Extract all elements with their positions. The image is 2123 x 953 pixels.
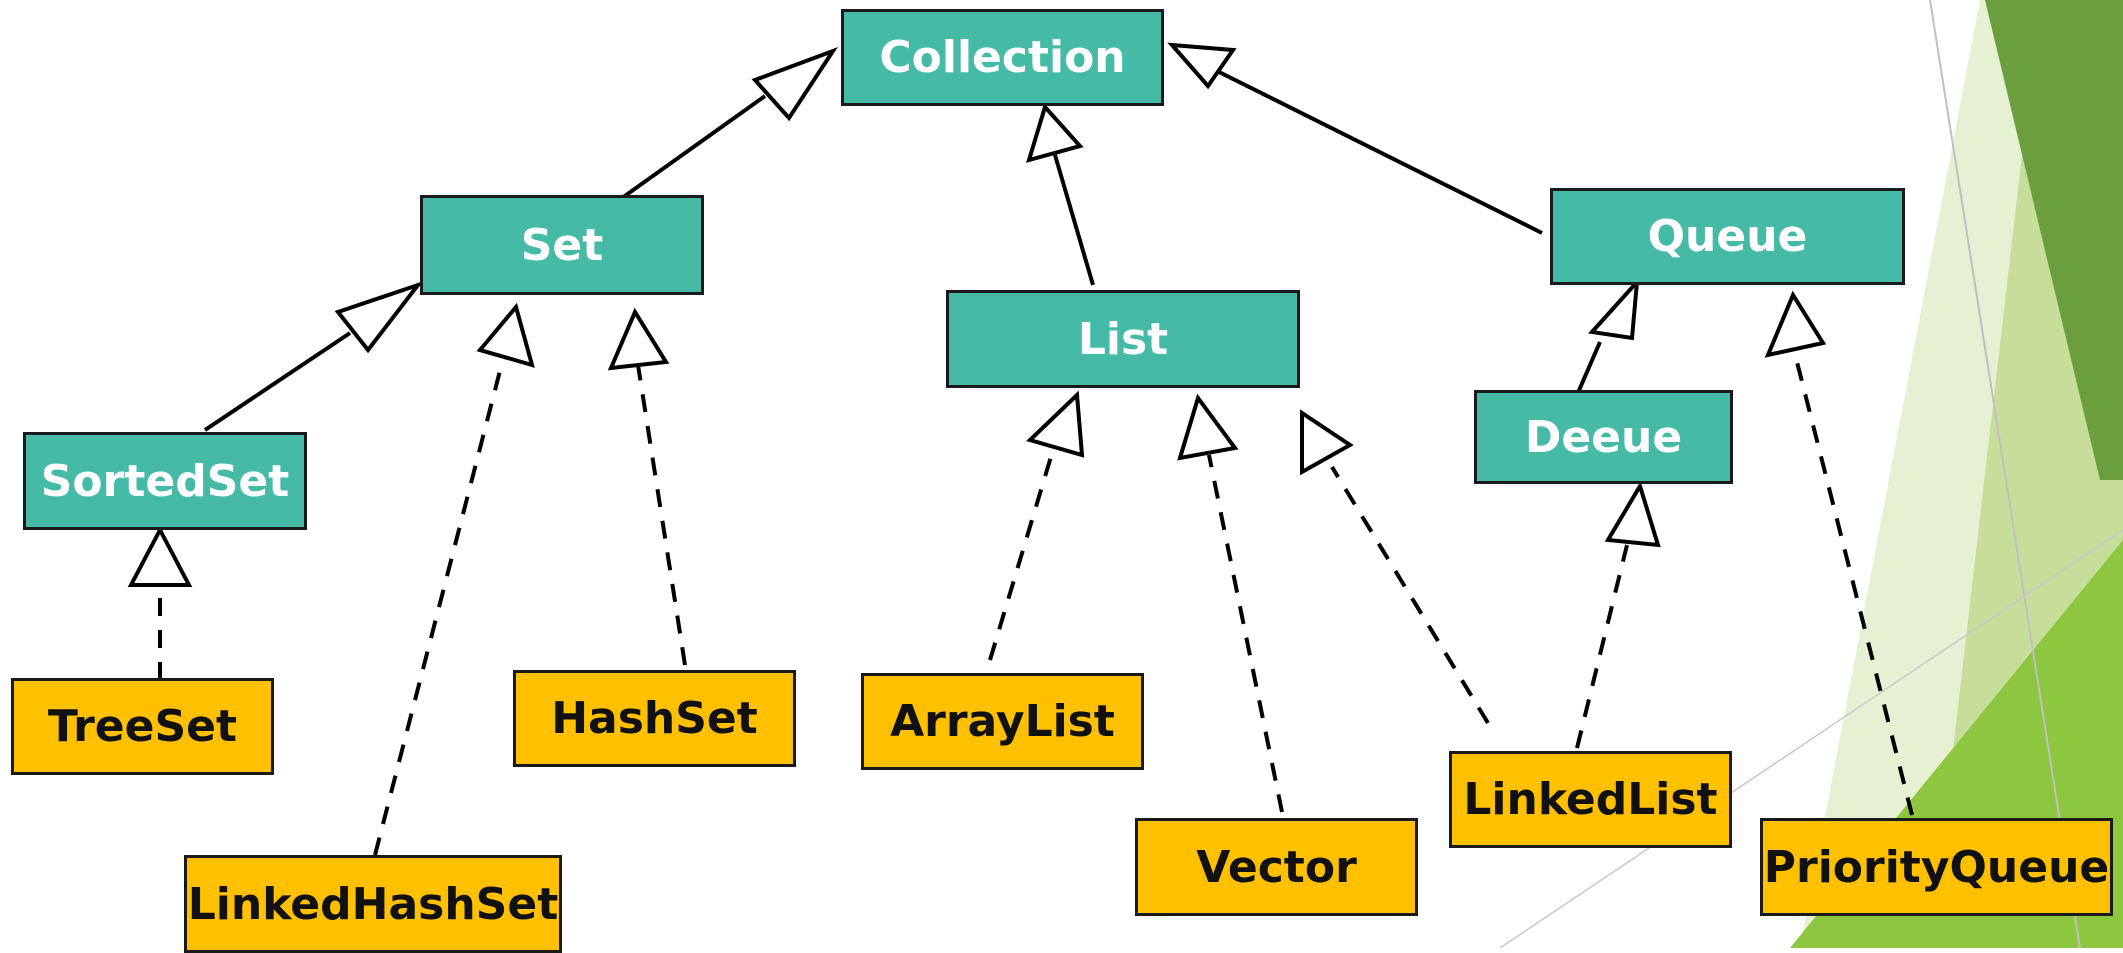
node-vector-label: Vector bbox=[1196, 841, 1357, 893]
arrowhead-deeue-queue bbox=[1588, 276, 1640, 341]
node-list: List bbox=[946, 290, 1300, 388]
node-queue-label: Queue bbox=[1647, 211, 1808, 262]
decor-thin-line-2 bbox=[1499, 529, 2123, 948]
node-hashset-label: HashSet bbox=[551, 693, 758, 744]
arrowhead-list-collection bbox=[1026, 103, 1084, 163]
node-list-label: List bbox=[1077, 313, 1169, 365]
edge-set-collection bbox=[620, 94, 767, 200]
arrowhead-linkedhashset-set bbox=[476, 302, 535, 368]
node-linkedlist: LinkedList bbox=[1449, 751, 1732, 848]
node-treeset: TreeSet bbox=[11, 678, 274, 775]
node-collection-label: Collection bbox=[879, 32, 1126, 83]
edge-vector-list bbox=[1207, 454, 1284, 813]
node-queue: Queue bbox=[1550, 188, 1905, 285]
node-hashset: HashSet bbox=[513, 670, 796, 767]
edge-linkedhashset-set bbox=[373, 362, 504, 856]
arrowhead-vector-list bbox=[1177, 393, 1239, 461]
edge-priorityqueue-queue bbox=[1794, 357, 1914, 816]
node-vector: Vector bbox=[1135, 818, 1418, 916]
arrowhead-linkedlist-list bbox=[1300, 409, 1354, 476]
arrowhead-sortedset-set bbox=[334, 280, 424, 354]
node-priorityqueue: PriorityQueue bbox=[1760, 818, 2113, 916]
arrowhead-priorityqueue-queue bbox=[1764, 290, 1827, 358]
edge-arraylist-list bbox=[988, 449, 1055, 661]
node-priorityqueue-label: PriorityQueue bbox=[1763, 841, 2110, 893]
decor-shape-dark bbox=[1985, 0, 2123, 480]
edge-list-collection bbox=[1053, 154, 1095, 286]
node-sortedset-label: SortedSet bbox=[40, 455, 290, 507]
arrowhead-treeset-sortedset bbox=[127, 525, 193, 587]
arrowhead-arraylist-list bbox=[1026, 390, 1085, 458]
node-arraylist-label: ArrayList bbox=[890, 696, 1115, 747]
node-deeue-label: Deeue bbox=[1524, 411, 1683, 463]
node-set: Set bbox=[420, 195, 704, 295]
arrowhead-set-collection bbox=[751, 46, 839, 122]
node-linkedlist-label: LinkedList bbox=[1463, 774, 1718, 825]
node-linkedhashset-label: LinkedHashSet bbox=[187, 878, 559, 930]
node-collection: Collection bbox=[841, 9, 1164, 106]
node-linkedhashset: LinkedHashSet bbox=[184, 855, 562, 953]
node-sortedset: SortedSet bbox=[23, 432, 307, 530]
edge-queue-collection bbox=[1214, 68, 1543, 235]
edge-deeue-queue bbox=[1575, 341, 1602, 396]
arrowhead-linkedlist-deeue bbox=[1604, 481, 1661, 548]
decor-thin-line-1 bbox=[1929, 0, 2081, 948]
edge-hashset-set bbox=[636, 364, 687, 666]
edge-sortedset-set bbox=[203, 331, 352, 432]
edge-linkedlist-list bbox=[1330, 465, 1490, 725]
node-arraylist: ArrayList bbox=[861, 673, 1144, 770]
arrowhead-hashset-set bbox=[607, 307, 670, 371]
node-set-label: Set bbox=[520, 219, 604, 271]
node-deeue: Deeue bbox=[1474, 390, 1733, 484]
node-treeset-label: TreeSet bbox=[47, 701, 238, 752]
edge-linkedlist-deeue bbox=[1575, 544, 1629, 749]
arrowhead-queue-collection bbox=[1167, 42, 1237, 90]
